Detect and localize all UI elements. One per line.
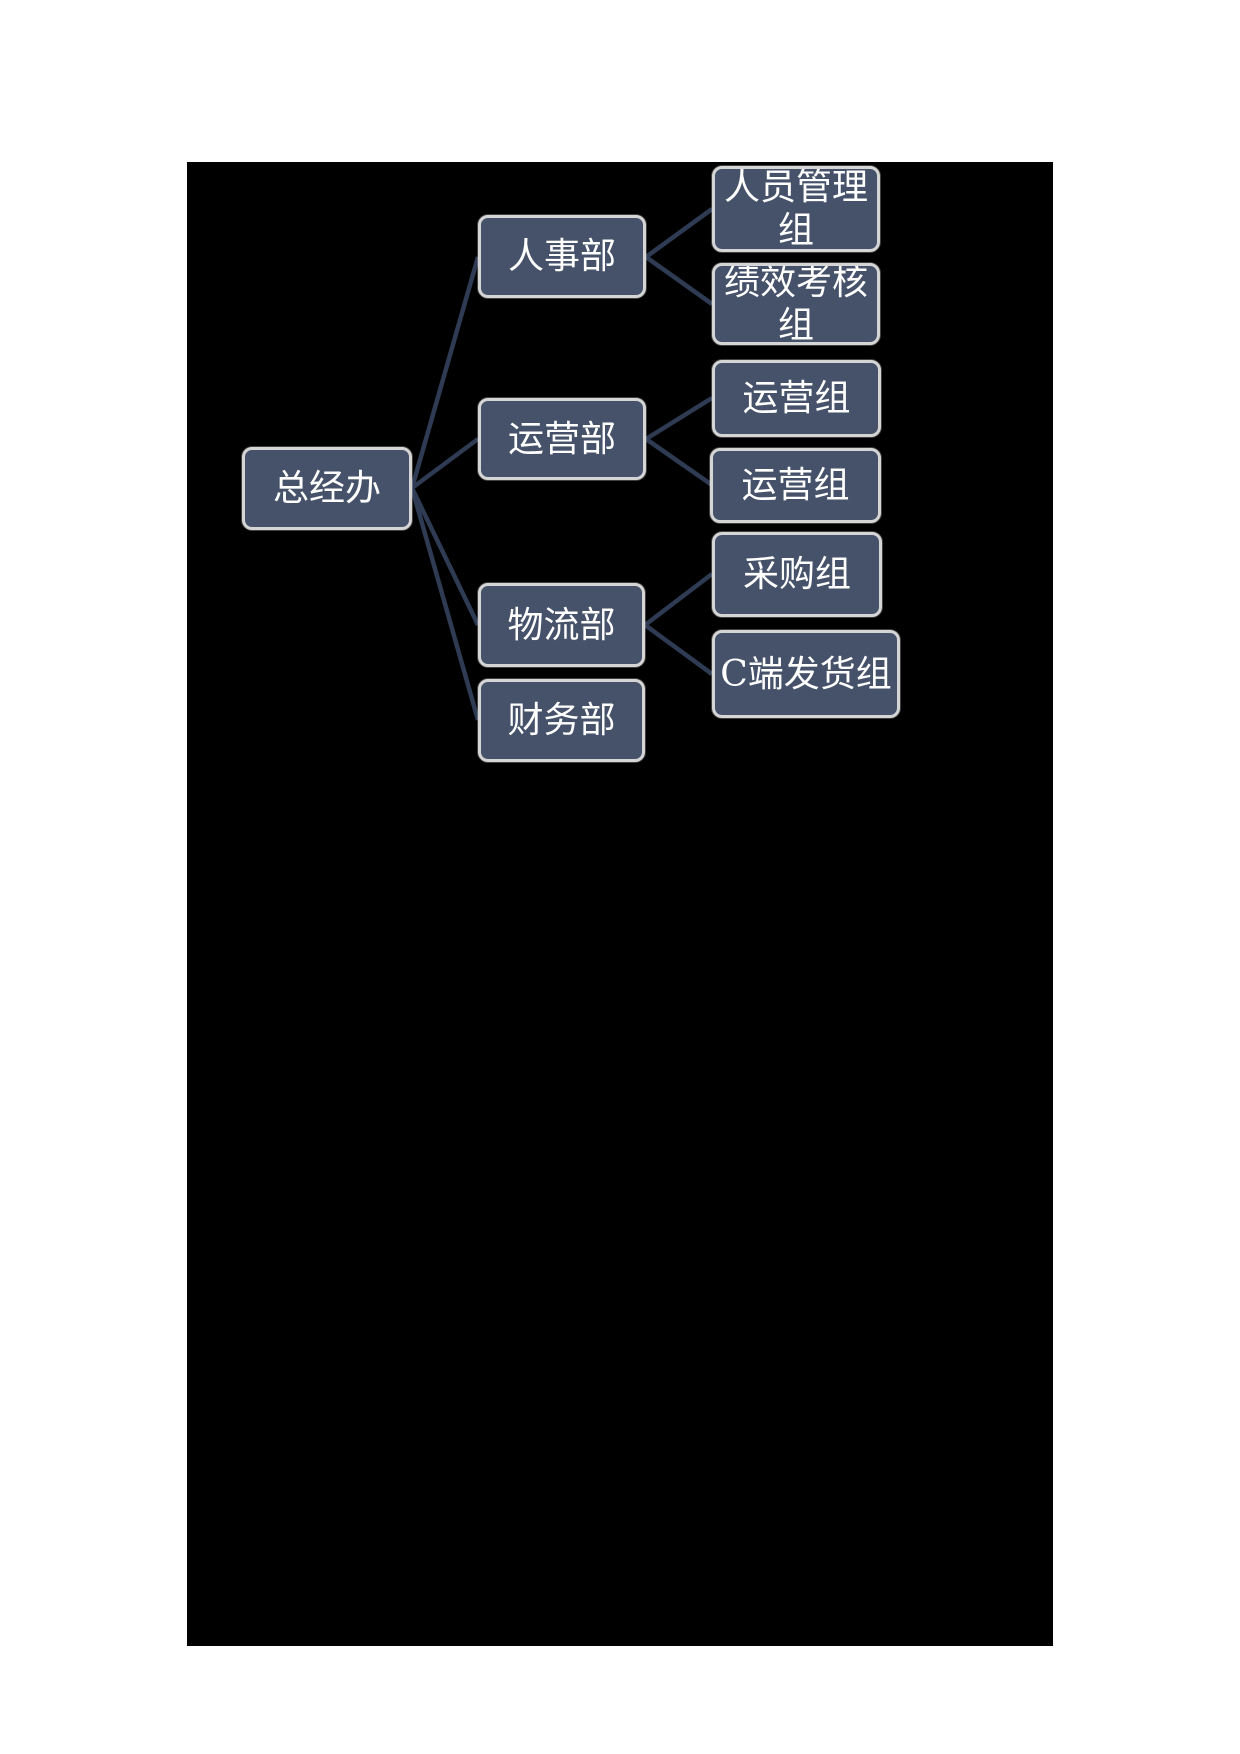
connector-hr-to-personnel-management-group: [644, 207, 714, 259]
connector-lines: [409, 207, 714, 721]
org-chart-image: 总经办 人事部 运营部 物流部 财务部 人员管理组 绩效考核组 运营组 运营组 …: [187, 162, 1053, 1646]
node-general-manager-office: 总经办: [242, 447, 412, 530]
connector-root-to-finance-dept: [409, 487, 481, 721]
node-c-end-shipping-group: C端发货组: [712, 630, 900, 718]
node-operations-group-2: 运营组: [710, 448, 881, 523]
node-procurement-group: 采购组: [712, 532, 882, 617]
connector-root-to-logistics-dept: [409, 487, 481, 626]
node-finance-department: 财务部: [478, 679, 645, 762]
connector-hr-to-performance-assessment-group: [644, 255, 714, 306]
node-performance-assessment-group: 绩效考核组: [712, 263, 880, 345]
node-operations-department: 运营部: [478, 398, 646, 480]
node-operations-group-1: 运营组: [712, 360, 881, 437]
node-hr-department: 人事部: [478, 215, 646, 298]
connector-root-to-operations-dept: [410, 437, 480, 490]
connector-operations-to-operations-group-1: [644, 396, 714, 441]
connector-logistics-to-c-end-shipping-group: [643, 623, 714, 676]
connector-logistics-to-procurement-group: [643, 572, 714, 627]
connector-root-to-hr-dept: [409, 256, 481, 489]
node-personnel-management-group: 人员管理组: [712, 166, 880, 252]
node-logistics-department: 物流部: [478, 583, 645, 667]
connector-operations-to-operations-group-2: [644, 437, 714, 487]
